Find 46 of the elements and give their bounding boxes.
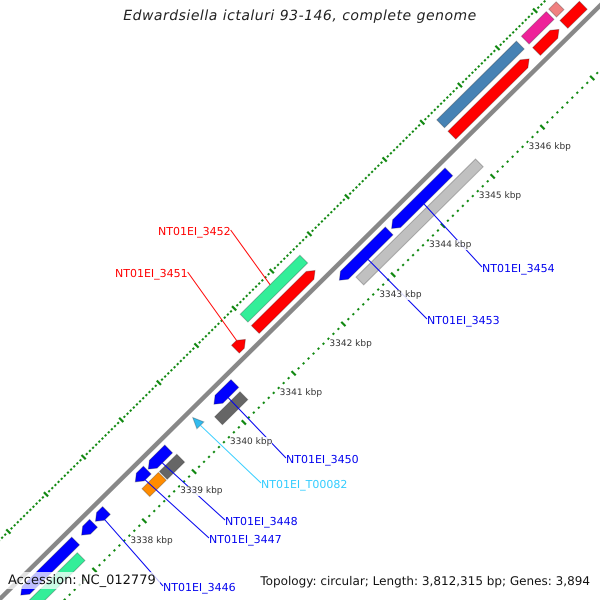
gene-block	[148, 444, 174, 470]
gene-block	[520, 10, 555, 45]
scale-label: 3341 kbp	[280, 388, 322, 398]
scale-label: 3344 kbp	[428, 240, 472, 250]
gene-block	[391, 167, 454, 230]
gene-label: NT01EI_T00082	[261, 478, 348, 491]
gene-label: NT01EI_3451	[115, 267, 188, 280]
footer-text: Accession: NC_012779	[4, 572, 160, 589]
scale-label: 3338 kbp	[130, 536, 173, 546]
gene-block	[240, 254, 308, 323]
gene-block	[338, 226, 394, 281]
gene-block	[94, 506, 111, 522]
gene-block	[559, 0, 588, 29]
gene-block	[141, 472, 167, 498]
leader-line	[200, 424, 262, 484]
gene-block	[532, 28, 560, 56]
footer-text: Topology: circular; Length: 3,812,315 bp; Genes: 3,894	[258, 573, 592, 589]
gene-label: NT01EI_3448	[225, 515, 298, 528]
gene-block	[447, 58, 530, 140]
gene-block	[214, 391, 248, 426]
gene-block	[192, 416, 205, 430]
gene-label: NT01EI_3454	[482, 262, 555, 275]
gene-block	[230, 338, 246, 354]
scale-label: 3340 kbp	[230, 437, 272, 448]
title: Edwardsiella ictaluri 93-146, complete genome	[123, 8, 477, 24]
leader-line	[230, 230, 271, 286]
gene-block	[158, 454, 186, 480]
leader-line	[187, 272, 238, 341]
gene-label: NT01EI_3453	[427, 314, 500, 327]
gene-block	[548, 1, 565, 18]
gene-block	[134, 466, 152, 482]
gene-block	[81, 518, 98, 536]
gene-label: NT01EI_3446	[163, 581, 236, 594]
scale-label: 3342 kbp	[329, 338, 372, 349]
gene-block	[436, 40, 525, 128]
gene-block	[213, 378, 240, 405]
gene-label: NT01EI_3447	[209, 533, 282, 546]
gene-label: NT01EI_3452	[158, 225, 231, 238]
leader-line	[228, 397, 286, 458]
scale-label: 3339 kbp	[180, 486, 222, 496]
leader-line	[144, 479, 210, 538]
scale-label: 3343 kbp	[379, 290, 422, 300]
gene-label: NT01EI_3450	[286, 453, 359, 466]
scale-label: 3346 kbp	[528, 142, 571, 152]
scale-label: 3345 kbp	[478, 191, 522, 202]
gene-block	[250, 270, 316, 334]
